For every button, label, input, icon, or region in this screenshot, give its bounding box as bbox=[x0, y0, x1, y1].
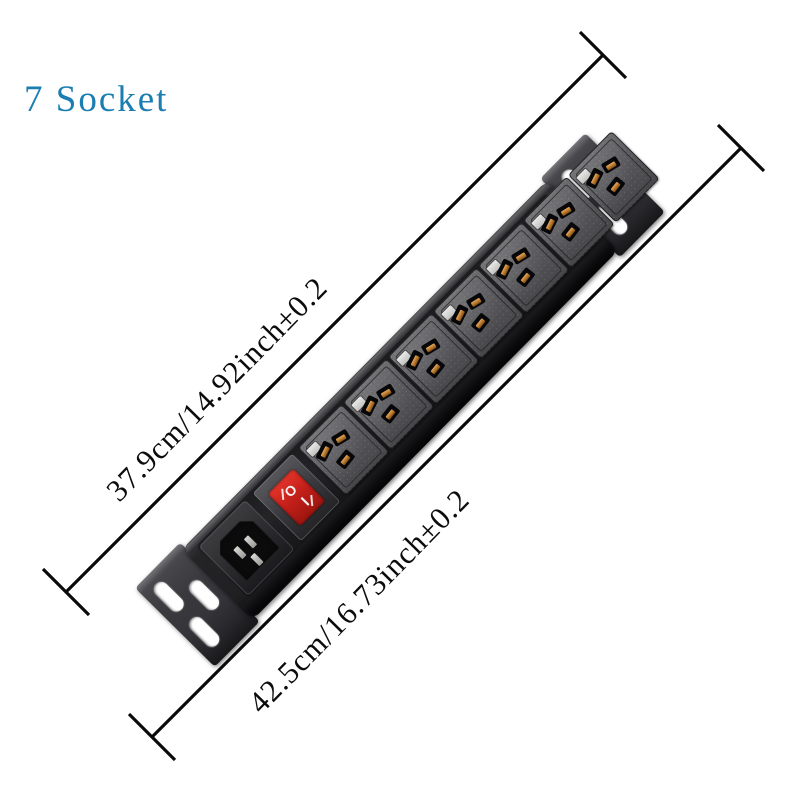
switch-highlight bbox=[310, 494, 314, 507]
dimension-line-lower bbox=[150, 146, 743, 739]
power-rocker-switch[interactable]: O I bbox=[267, 468, 326, 527]
rack-ear-slot bbox=[150, 578, 187, 615]
iec-inlet-cavity bbox=[213, 514, 281, 582]
rack-ear-slot bbox=[186, 613, 223, 650]
page-title: 7 Socket bbox=[24, 79, 169, 120]
dimension-tick-lower-start bbox=[716, 123, 766, 173]
dimension-tick-upper-start bbox=[578, 30, 628, 80]
dimension-tick-lower-end bbox=[127, 712, 177, 762]
iec-pin bbox=[250, 553, 263, 566]
iec-pin bbox=[233, 546, 246, 559]
iec-pin bbox=[244, 535, 257, 548]
dimension-tick-upper-end bbox=[41, 567, 91, 617]
